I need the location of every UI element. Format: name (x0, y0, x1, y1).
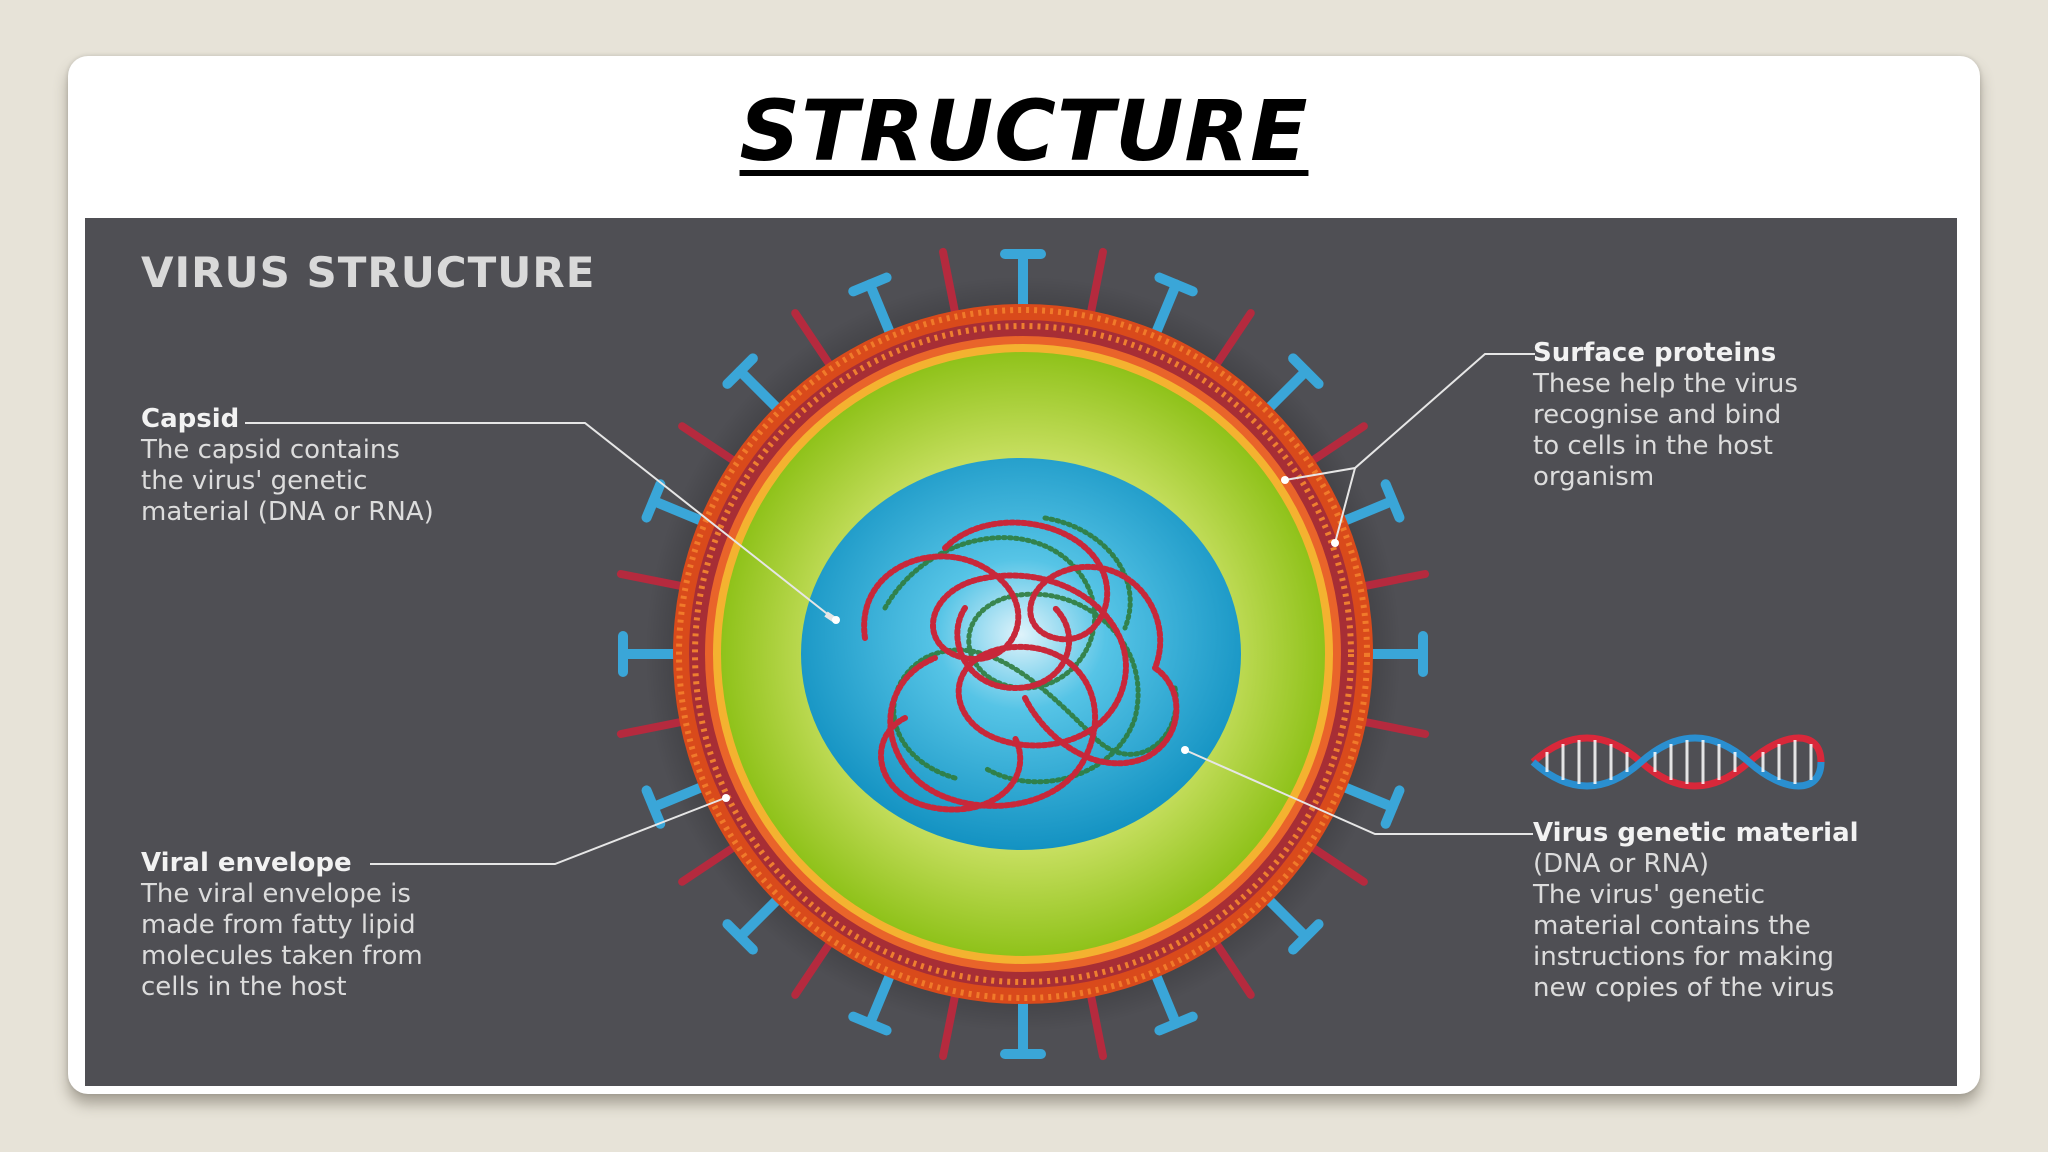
viral-envelope-label: Viral envelope The viral envelope is mad… (141, 848, 423, 1003)
dna-helix-icon (1530, 734, 1825, 790)
spike-cap (1380, 785, 1405, 829)
genetic-material-description: (DNA or RNA) The virus' genetic material… (1533, 849, 1835, 1003)
surface-proteins-label: Surface proteins These help the virus re… (1533, 338, 1798, 493)
spike-stem (1207, 932, 1255, 999)
spike-stem (678, 838, 745, 886)
spike-stem (616, 570, 694, 592)
capsid-description: The capsid contains the virus' genetic m… (141, 435, 434, 527)
spike-stem (791, 309, 839, 376)
spike-stem (1148, 279, 1182, 345)
virus-diagram-panel: VIRUS STRUCTURE Capsid The capsid contai… (85, 218, 1957, 1086)
spike-stem (678, 422, 745, 470)
spike-stem (939, 247, 961, 325)
spike-stem (616, 716, 694, 738)
slide-title: STRUCTURE (739, 82, 1309, 180)
viral-envelope-description: The viral envelope is made from fatty li… (141, 879, 423, 1002)
viral-envelope-heading: Viral envelope (141, 848, 352, 878)
spike-stem (939, 983, 961, 1061)
leader-dots (722, 476, 1339, 802)
spike-cap (1380, 479, 1405, 523)
spike-stem (1352, 716, 1430, 738)
spike-stem (864, 279, 898, 345)
spike-stem (1085, 983, 1107, 1061)
spike-cap (641, 479, 666, 523)
spike-stem (1085, 247, 1107, 325)
surface-proteins-description: These help the virus recognise and bind … (1533, 369, 1798, 492)
surface-proteins-heading: Surface proteins (1533, 338, 1777, 368)
capsid-heading: Capsid (141, 404, 240, 434)
virus-core (801, 458, 1241, 850)
spike-cap (848, 1011, 892, 1036)
spike-stem (1301, 838, 1368, 886)
genetic-material-heading: Virus genetic material (1533, 818, 1859, 848)
spike-cap (641, 785, 666, 829)
spike-cap (1288, 353, 1324, 389)
spike-stem (791, 932, 839, 999)
virus-illustration (245, 247, 1825, 1061)
spike-cap (722, 919, 758, 955)
spike-cap (722, 353, 758, 389)
genetic-material-strand (861, 515, 1180, 813)
spike-cap (1154, 272, 1198, 297)
spike-stem (1301, 422, 1368, 470)
spike-stem (1207, 309, 1255, 376)
spike-cap (1154, 1011, 1198, 1036)
spike-cap (848, 272, 892, 297)
spike-cap (1288, 919, 1324, 955)
slide: STRUCTURE (68, 56, 1980, 1094)
diagram-title: VIRUS STRUCTURE (141, 248, 596, 297)
genetic-material-label: Virus genetic material (DNA or RNA) The … (1533, 818, 1859, 1004)
leader-lines (245, 353, 1535, 865)
spike-stem (1352, 570, 1430, 592)
capsid-label: Capsid The capsid contains the virus' ge… (141, 404, 434, 528)
